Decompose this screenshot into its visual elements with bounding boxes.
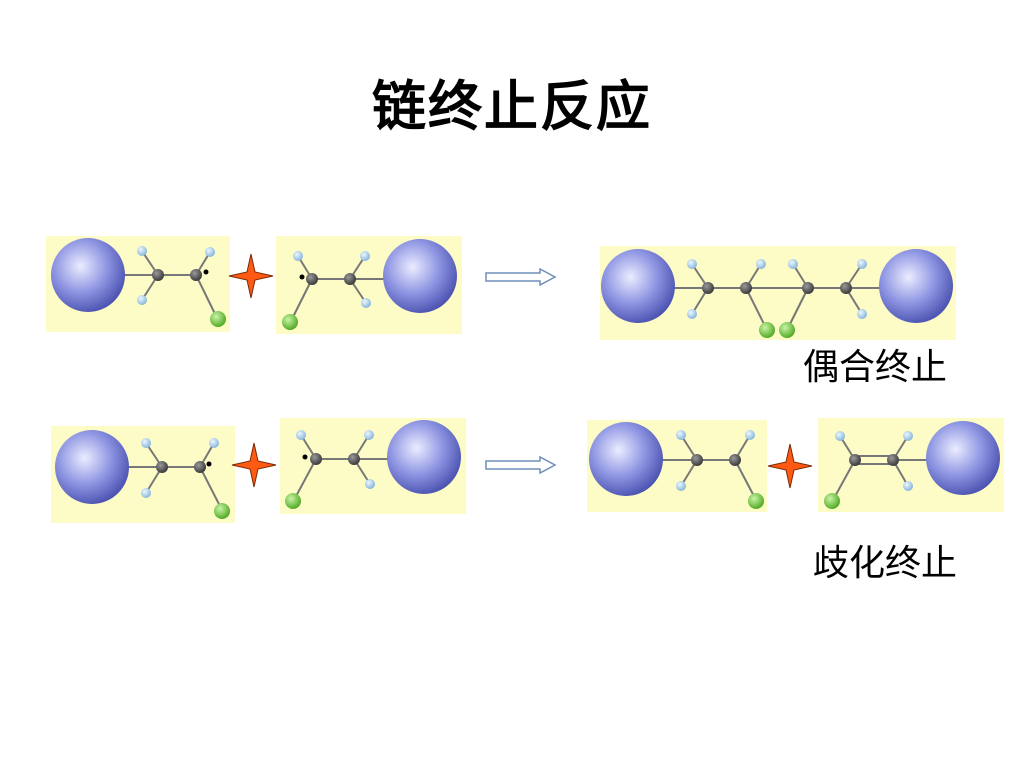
hydrogen-atom: [676, 430, 686, 440]
polymer-sphere: [383, 239, 457, 313]
substituent-atom: [748, 493, 764, 509]
carbon-atom: [348, 453, 360, 465]
hydrogen-atom: [209, 438, 219, 448]
carbon-atom: [152, 269, 164, 281]
disproportionation-termination-label: 歧化终止: [813, 543, 958, 584]
hydrogen-atom: [676, 481, 686, 491]
hydrogen-atom: [857, 309, 867, 319]
hydrogen-atom: [293, 251, 303, 261]
hydrogen-atom: [296, 430, 306, 440]
plus-star: [228, 253, 274, 299]
hydrogen-atom: [137, 295, 147, 305]
coupling-termination-label: 偶合终止: [803, 347, 948, 388]
substituent-atom: [824, 493, 840, 509]
radical-dot: [299, 274, 305, 280]
carbon-atom: [702, 282, 714, 294]
carbon-atom: [306, 273, 318, 285]
hydrogen-atom: [835, 431, 845, 441]
substituent-atom: [285, 493, 301, 509]
carbon-atom: [194, 461, 206, 473]
carbon-atom: [840, 282, 852, 294]
carbon-atom: [310, 453, 322, 465]
radical-right-1: [276, 236, 462, 334]
saturated-product: [587, 420, 767, 512]
polymer-sphere: [55, 430, 129, 504]
radical-dot: [206, 461, 212, 467]
polymer-sphere: [51, 238, 125, 312]
hydrogen-atom: [903, 481, 913, 491]
hydrogen-atom: [788, 259, 798, 269]
reaction-arrow: [485, 267, 557, 287]
slide-title: 链终止反应: [372, 75, 652, 138]
radical-right-2: [280, 418, 466, 514]
carbon-atom: [691, 454, 703, 466]
coupling-product: [600, 246, 956, 340]
carbon-atom: [156, 461, 168, 473]
row-disproportionation: [51, 418, 1004, 523]
hydrogen-atom: [364, 430, 374, 440]
substituent-atom: [282, 314, 298, 330]
carbon-atom: [740, 282, 752, 294]
hydrogen-atom: [205, 247, 215, 257]
polymer-sphere: [387, 420, 461, 494]
hydrogen-atom: [141, 488, 151, 498]
hydrogen-atom: [361, 298, 371, 308]
polymer-sphere: [926, 421, 1000, 495]
carbon-atom: [849, 454, 861, 466]
polymer-sphere: [589, 422, 663, 496]
hydrogen-atom: [857, 259, 867, 269]
hydrogen-atom: [687, 309, 697, 319]
substituent-atom: [759, 322, 775, 338]
hydrogen-atom: [687, 259, 697, 269]
polymer-sphere: [879, 249, 953, 323]
substituent-atom: [214, 503, 230, 519]
plus-star: [231, 442, 277, 488]
radical-left-1: [46, 236, 230, 332]
hydrogen-atom: [903, 431, 913, 441]
substituent-atom: [210, 311, 226, 327]
reaction-arrow: [485, 455, 557, 475]
hydrogen-atom: [365, 479, 375, 489]
radical-dot: [302, 454, 308, 460]
plus-star: [767, 443, 813, 489]
radical-left-2: [51, 426, 235, 523]
hydrogen-atom: [137, 246, 147, 256]
hydrogen-atom: [756, 259, 766, 269]
polymer-sphere: [601, 249, 675, 323]
unsaturated-product: [818, 418, 1004, 512]
carbon-atom: [190, 269, 202, 281]
substituent-atom: [779, 322, 795, 338]
row-coupling: [46, 236, 956, 340]
radical-dot: [203, 269, 209, 275]
carbon-atom: [887, 454, 899, 466]
hydrogen-atom: [745, 430, 755, 440]
carbon-atom: [344, 273, 356, 285]
hydrogen-atom: [360, 251, 370, 261]
hydrogen-atom: [141, 438, 151, 448]
carbon-atom: [802, 282, 814, 294]
carbon-atom: [729, 454, 741, 466]
